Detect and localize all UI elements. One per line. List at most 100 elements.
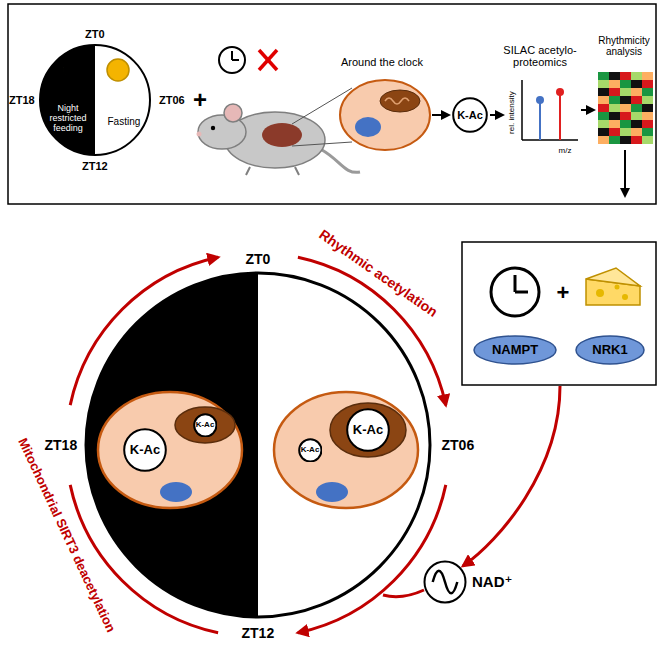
heatmap-cell <box>598 88 609 96</box>
mouse <box>197 104 361 175</box>
text-label: ZT12 <box>242 625 275 641</box>
mass-spectrum <box>556 88 564 96</box>
text-label: ZT12 <box>82 160 108 173</box>
heatmap-cell <box>609 88 620 96</box>
mass-spectrum <box>559 94 561 140</box>
heatmap-cell <box>631 104 642 112</box>
heatmap-cell <box>642 72 653 80</box>
text-label: ZT06 <box>442 437 475 453</box>
heatmap-cell <box>631 96 642 104</box>
circle-outline <box>124 429 166 471</box>
node-text: K-Ac <box>196 421 215 430</box>
night-cell <box>160 482 192 502</box>
nutrient-box <box>586 268 640 286</box>
heatmap-cell <box>598 120 609 128</box>
clock-icon <box>232 59 239 61</box>
night-cell <box>175 407 235 443</box>
heatmap-cell <box>609 128 620 136</box>
text-label: + <box>557 280 570 305</box>
text-label: + <box>193 86 207 114</box>
nad-arrow <box>463 386 560 566</box>
feeding-clock <box>40 45 150 155</box>
day-night-circle <box>86 273 258 617</box>
nad-arrow <box>383 386 560 597</box>
heatmap-cell <box>642 88 653 96</box>
top-panel <box>8 4 656 204</box>
heatmap-cell <box>620 120 631 128</box>
circle-outline <box>299 439 321 461</box>
heatmap-cell <box>609 96 620 104</box>
text-label: Fasting <box>108 116 141 128</box>
acetyl-lysine-circle: K-Ac <box>298 438 323 463</box>
heatmap-cell <box>598 128 609 136</box>
heatmap-cell <box>598 112 609 120</box>
heatmap-cell <box>609 72 620 80</box>
node-text: K-Ac <box>130 443 160 457</box>
feeding-clock <box>107 59 129 81</box>
heatmap-cell <box>631 80 642 88</box>
heatmap-cell <box>620 88 631 96</box>
no-food-cross <box>259 50 277 70</box>
circle-outline <box>453 98 487 132</box>
heatmap <box>598 72 653 144</box>
hepatocyte <box>340 80 430 150</box>
text-label: Around the clock <box>341 56 423 69</box>
no-food-cross <box>259 50 277 70</box>
top-panel <box>8 4 656 204</box>
text-label: ZT06 <box>159 94 185 107</box>
node-text: NRK1 <box>592 343 627 357</box>
night-cell <box>98 392 242 508</box>
feeding-clock <box>40 45 95 155</box>
nutrient-box <box>515 291 528 294</box>
nutrient-box <box>514 275 517 292</box>
heatmap-cell <box>631 120 642 128</box>
heatmap-cell <box>642 128 653 136</box>
heatmap-cell <box>598 80 609 88</box>
heatmap-cell <box>631 128 642 136</box>
heatmap-cell <box>620 136 631 144</box>
hepatocyte <box>340 80 430 150</box>
mouse <box>322 150 360 172</box>
nutrient-box <box>622 294 628 300</box>
mouse <box>246 167 299 175</box>
mouse <box>211 126 215 130</box>
nad-arrow <box>383 590 424 597</box>
hepatocyte <box>355 117 381 137</box>
text-label: ZT18 <box>9 94 35 107</box>
heatmap-cell <box>642 104 653 112</box>
feeding-clock <box>40 45 150 155</box>
oscillation-wave <box>433 571 458 594</box>
hepatocyte <box>380 90 420 112</box>
heatmap-cell <box>620 80 631 88</box>
arc-label: Mitochondrial SIRT3 deacetylation <box>15 436 118 635</box>
heatmap-cell <box>620 96 631 104</box>
heatmap-cell <box>642 80 653 88</box>
clock-icon <box>231 51 233 60</box>
feeding-clock <box>63 54 76 80</box>
heatmap-cell <box>642 120 653 128</box>
mouse <box>262 123 302 147</box>
text-label: SILAC acetylo-proteomics <box>494 44 586 69</box>
heatmap-cell <box>642 96 653 104</box>
heatmap-cell <box>609 136 620 144</box>
mass-spectrum <box>536 96 544 104</box>
night-cell <box>98 392 242 508</box>
text-label: ZT0 <box>246 251 271 267</box>
mass-spectrum <box>539 102 541 140</box>
heatmap-cell <box>620 72 631 80</box>
heatmap-cell <box>598 96 609 104</box>
heatmap-cell <box>631 72 642 80</box>
node-text: NAMPT <box>492 343 538 357</box>
nad-circle <box>425 562 466 603</box>
no-food-cross <box>259 50 277 70</box>
workflow-arrows <box>490 114 503 116</box>
text-label: Night restricted feeding <box>46 103 90 134</box>
cycle-arc <box>70 257 218 405</box>
day-cell <box>316 482 348 502</box>
acetyl-lysine-circle: K-Ac <box>123 428 167 472</box>
heatmap-cell <box>598 104 609 112</box>
day-night-circle <box>86 273 430 617</box>
zoom-lines <box>292 142 352 146</box>
